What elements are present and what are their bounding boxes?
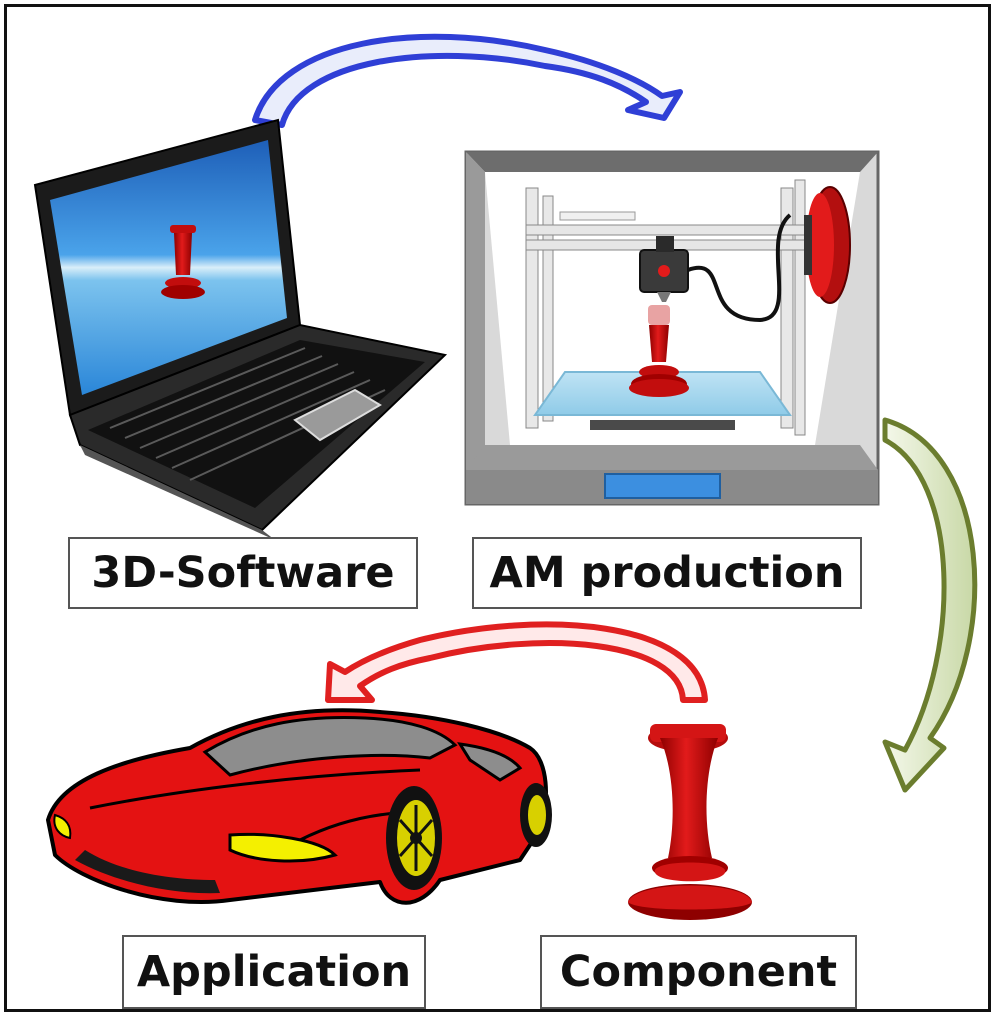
laptop-icon bbox=[33, 118, 448, 540]
chess-piece-component-icon bbox=[628, 724, 752, 920]
arrow-software-to-am bbox=[252, 33, 683, 128]
sports-car-icon bbox=[46, 708, 552, 905]
3d-printer-icon bbox=[464, 150, 880, 506]
label-application: Application bbox=[122, 935, 426, 1009]
label-component: Component bbox=[540, 935, 857, 1009]
label-am-production: AM production bbox=[472, 537, 862, 609]
printing-part-icon bbox=[629, 305, 689, 397]
arrow-am-to-component bbox=[882, 417, 978, 793]
label-3d-software: 3D-Software bbox=[68, 537, 418, 609]
screen-part-icon bbox=[161, 225, 205, 299]
arrow-component-to-application bbox=[325, 621, 708, 703]
